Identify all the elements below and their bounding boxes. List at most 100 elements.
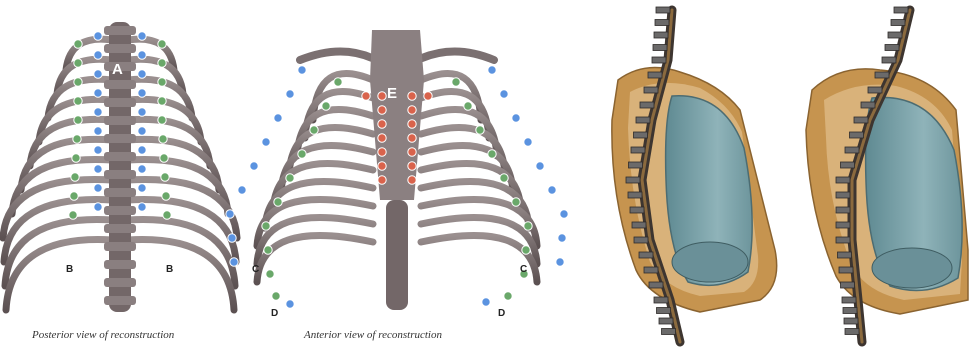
- marker-blue: [138, 32, 146, 40]
- rib: [6, 240, 112, 310]
- marker-blue: [138, 203, 146, 211]
- marker-blue: [488, 66, 496, 74]
- vertebra-body: [841, 162, 855, 168]
- marker-green: [158, 116, 166, 124]
- label-d-right: D: [498, 308, 505, 319]
- marker-green: [160, 154, 168, 162]
- marker-blue: [536, 162, 544, 170]
- marker-blue: [138, 51, 146, 59]
- rib: [128, 240, 234, 310]
- vertebra: [104, 224, 136, 233]
- vertebra-body: [662, 329, 676, 335]
- marker-blue: [94, 127, 102, 135]
- vertebra-body: [640, 102, 654, 108]
- marker-blue: [262, 138, 270, 146]
- marker-red: [408, 106, 416, 114]
- marker-green: [476, 126, 484, 134]
- marker-green: [272, 292, 280, 300]
- vertebra-body: [836, 237, 850, 243]
- marker-green: [334, 78, 342, 86]
- vertebra: [104, 278, 136, 287]
- marker-green: [159, 135, 167, 143]
- marker-blue: [500, 90, 508, 98]
- vertebra-body: [844, 318, 858, 324]
- vertebra: [104, 170, 136, 179]
- vertebra-body: [644, 267, 658, 273]
- marker-blue: [298, 66, 306, 74]
- vertebra: [104, 26, 136, 35]
- marker-green: [266, 270, 274, 278]
- marker-green: [162, 192, 170, 200]
- vertebra: [104, 260, 136, 269]
- vertebra-body: [657, 308, 671, 314]
- torso-model-left: [612, 7, 777, 342]
- marker-red: [408, 176, 416, 184]
- marker-blue: [94, 184, 102, 192]
- marker-blue: [94, 51, 102, 59]
- marker-blue: [138, 146, 146, 154]
- vertebra: [104, 188, 136, 197]
- anterior-caption: Anterior view of reconstruction: [303, 329, 442, 341]
- marker-blue: [138, 127, 146, 135]
- marker-green: [74, 78, 82, 86]
- vertebra-body: [630, 207, 644, 213]
- marker-green: [464, 102, 472, 110]
- marker-green: [488, 150, 496, 158]
- label-a: A: [112, 61, 123, 78]
- marker-blue: [286, 90, 294, 98]
- label-e: E: [387, 85, 397, 102]
- anterior-ribcage-panel: E C C D D Anterior view of reconstructio…: [226, 30, 568, 341]
- vertebra-body: [836, 192, 850, 198]
- marker-blue: [286, 300, 294, 308]
- vertebra-body: [652, 57, 666, 63]
- posterior-ribcage-panel: A B B Posterior view of reconstruction: [3, 22, 237, 341]
- marker-green: [264, 246, 272, 254]
- marker-blue: [548, 186, 556, 194]
- vertebra-body: [655, 20, 669, 26]
- vertebra-body: [634, 132, 648, 138]
- diaphragm-right: [872, 248, 952, 288]
- marker-blue: [560, 210, 568, 218]
- marker-green: [262, 222, 270, 230]
- label-b-left: B: [66, 264, 73, 275]
- vertebra-body: [639, 252, 653, 258]
- marker-red: [378, 120, 386, 128]
- vertebra-body: [653, 45, 667, 51]
- marker-green: [74, 40, 82, 48]
- marker-green: [500, 174, 508, 182]
- sternum: [370, 30, 424, 200]
- torso-model-right: [806, 7, 968, 342]
- vertebra-body: [654, 32, 668, 38]
- marker-blue: [250, 162, 258, 170]
- vertebra-body: [644, 87, 658, 93]
- marker-red: [378, 134, 386, 142]
- marker-green: [74, 97, 82, 105]
- marker-red: [362, 92, 370, 100]
- label-d-left: D: [271, 308, 278, 319]
- marker-red: [378, 176, 386, 184]
- marker-red: [424, 92, 432, 100]
- vertebra: [104, 116, 136, 125]
- vertebra: [104, 44, 136, 53]
- vertebra-body: [659, 318, 673, 324]
- marker-green: [163, 211, 171, 219]
- marker-blue: [138, 108, 146, 116]
- vertebra-body: [628, 192, 642, 198]
- vertebra: [104, 296, 136, 305]
- vertebra-body: [836, 207, 850, 213]
- marker-blue: [558, 234, 566, 242]
- vertebra-body: [836, 177, 850, 183]
- vertebra: [104, 242, 136, 251]
- marker-red: [378, 106, 386, 114]
- marker-blue: [94, 70, 102, 78]
- marker-blue: [94, 146, 102, 154]
- vertebra-body: [845, 147, 859, 153]
- vertebra-body: [632, 222, 646, 228]
- marker-blue: [512, 114, 520, 122]
- marker-red: [408, 134, 416, 142]
- marker-green: [158, 97, 166, 105]
- posterior-caption: Posterior view of reconstruction: [31, 329, 175, 341]
- marker-green: [161, 173, 169, 181]
- marker-green: [322, 102, 330, 110]
